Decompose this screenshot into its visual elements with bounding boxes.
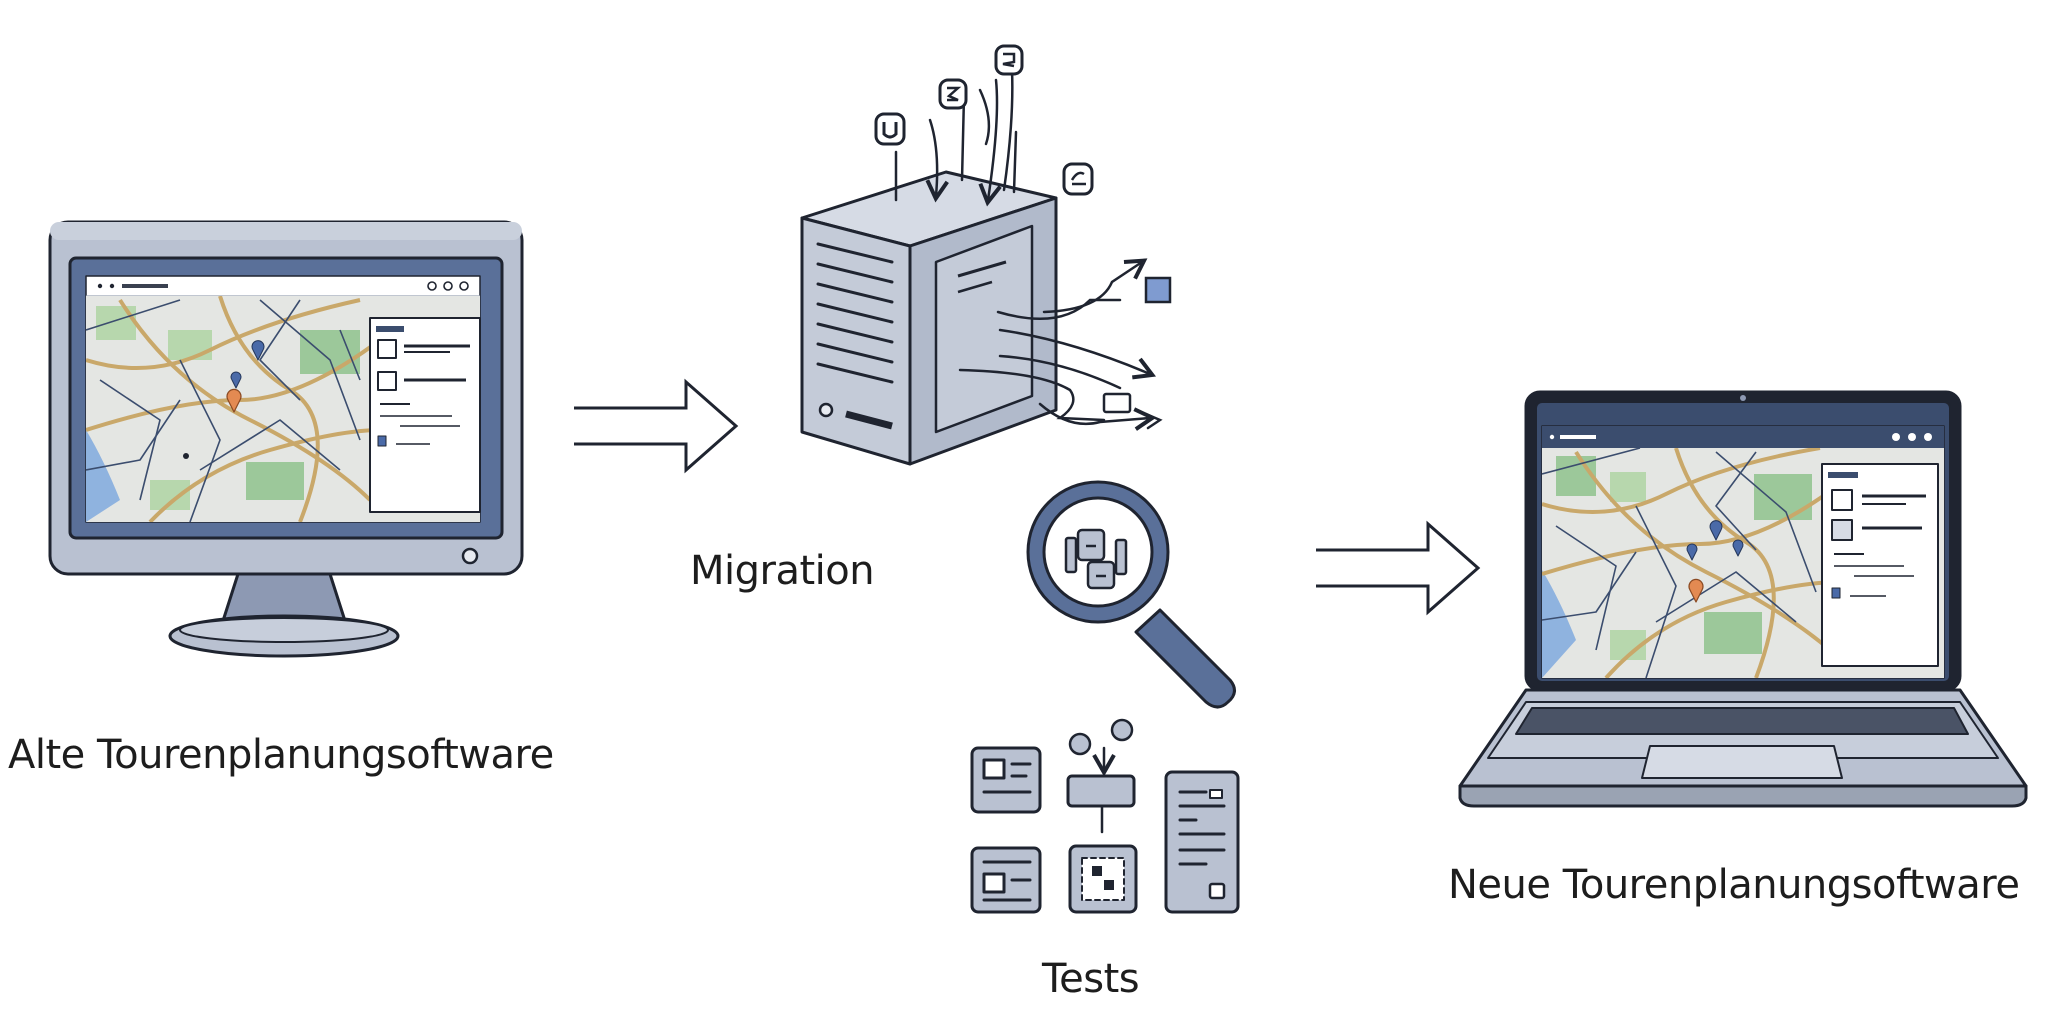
tests-label: Tests [1042, 956, 1140, 1002]
magnifying-glass-icon [1026, 480, 1236, 709]
incoming-data-lines [894, 68, 1018, 207]
server-icon [800, 170, 1058, 466]
arrow-to-migration [574, 378, 739, 474]
old-monitor-icon [48, 220, 524, 658]
outgoing-data-lines [958, 258, 1163, 431]
data-badge-icons [874, 44, 1094, 196]
laptop-icon [1458, 390, 2028, 808]
old-software-label: Alte Tourenplanungsoftware [8, 732, 554, 778]
migration-label: Migration [690, 548, 875, 594]
new-software-label: Neue Tourenplanungsoftware [1448, 862, 2020, 908]
output-blocks [1102, 276, 1172, 414]
test-documents-icon [970, 718, 1240, 914]
arrow-to-new-software [1316, 520, 1481, 616]
